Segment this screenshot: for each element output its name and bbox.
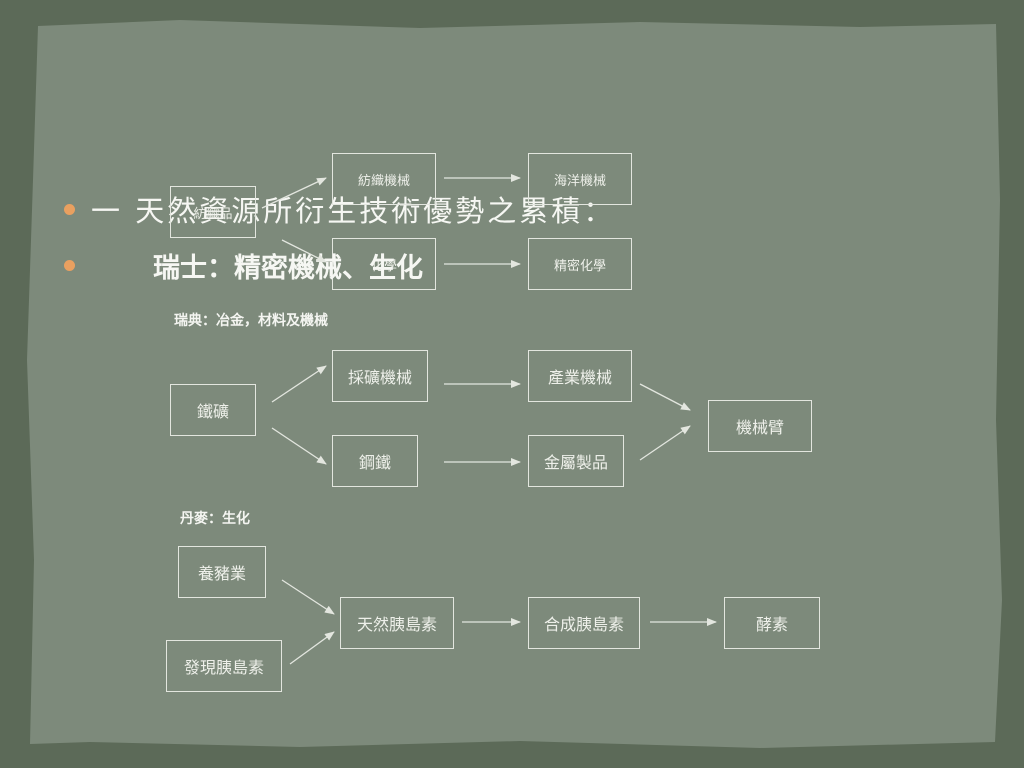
node-natural-insulin: 天然胰島素 [340, 597, 454, 649]
node-textile-machinery: 紡織機械 [332, 153, 436, 205]
bullet-1: 一 天然資源所衍生技術優勢之累積： [64, 188, 615, 230]
node-robot-arm: 機械臂 [708, 400, 812, 452]
bullet-1-text: 一 天然資源所衍生技術優勢之累積： [91, 194, 616, 228]
bullet-2: 瑞士：精密機械、生化 [64, 246, 423, 285]
node-insulin-discovery: 發現胰島素 [166, 640, 282, 692]
node-metal-products: 金屬製品 [528, 435, 624, 487]
bullet-2-text: 瑞士：精密機械、生化 [153, 253, 423, 284]
node-textile: 紡織品 [170, 186, 256, 238]
node-steel: 鋼鐵 [332, 435, 418, 487]
node-marine-machinery: 海洋機械 [528, 153, 632, 205]
node-pig-farming: 養豬業 [178, 546, 266, 598]
node-industrial-machinery: 產業機械 [528, 350, 632, 402]
node-iron-ore: 鐵礦 [170, 384, 256, 436]
node-mining-machinery: 採礦機械 [332, 350, 428, 402]
node-fine-chemical: 精密化學 [528, 238, 632, 290]
node-chemical: 化學 [332, 238, 436, 290]
node-synthetic-insulin: 合成胰島素 [528, 597, 640, 649]
node-enzymes: 酵素 [724, 597, 820, 649]
denmark-label: 丹麥：生化 [180, 511, 250, 527]
sweden-label: 瑞典：冶金，材料及機械 [174, 313, 328, 329]
bullet-dot-icon [64, 203, 75, 215]
bullet-dot-icon [64, 260, 75, 271]
